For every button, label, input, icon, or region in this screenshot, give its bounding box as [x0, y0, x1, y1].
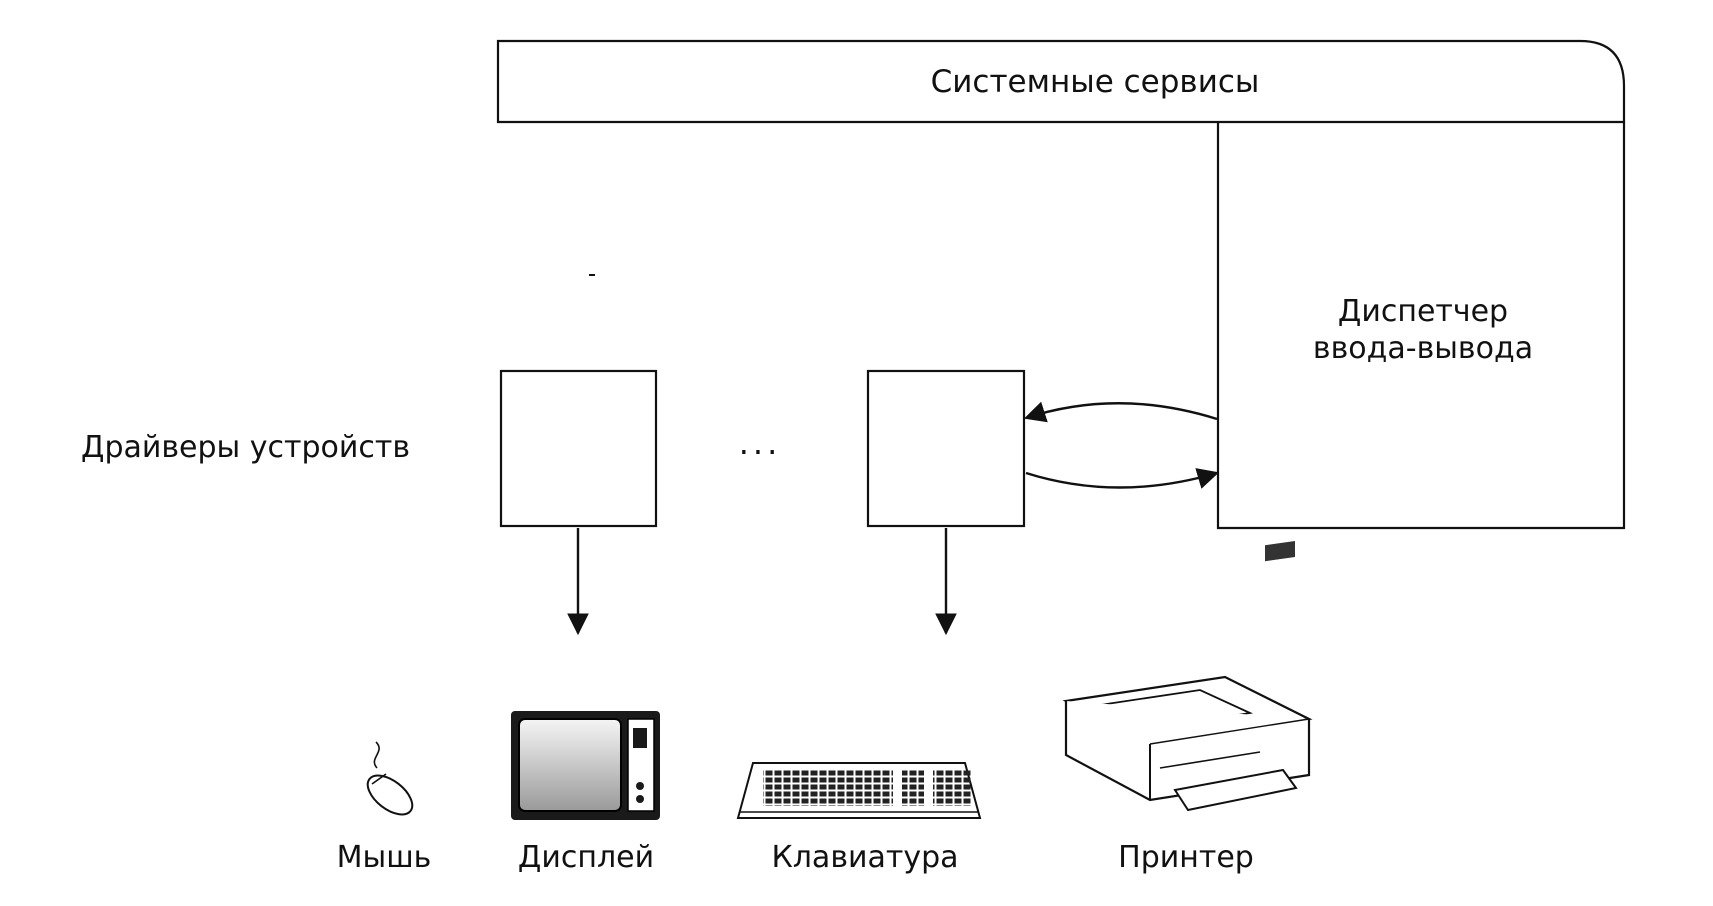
arrow-manager-to-driver [1023, 401, 1218, 423]
keyboard-label: Клавиатура [771, 840, 959, 875]
io-manager-label-line2: ввода-вывода [1312, 331, 1534, 366]
display-icon [511, 711, 660, 820]
driver-box-1 [499, 369, 658, 528]
stray-dot [589, 274, 595, 276]
display-label: Дисплей [517, 840, 655, 875]
io-manager-box [1216, 122, 1626, 530]
mouse-label: Мышь [336, 840, 432, 875]
driver-box-2 [866, 369, 1026, 528]
device-drivers-label: Драйверы устройств [81, 430, 411, 465]
printer-icon [1062, 540, 1313, 812]
drivers-ellipsis: ... [738, 424, 782, 462]
system-services-label: Системные сервисы [930, 64, 1260, 100]
printer-label: Принтер [1118, 840, 1254, 875]
system-services-box [496, 39, 1626, 124]
keyboard-icon [736, 762, 982, 819]
io-manager-label-line1: Диспетчер [1337, 294, 1509, 329]
arrow-driver-to-manager [1025, 468, 1220, 489]
mouse-icon [366, 741, 414, 816]
